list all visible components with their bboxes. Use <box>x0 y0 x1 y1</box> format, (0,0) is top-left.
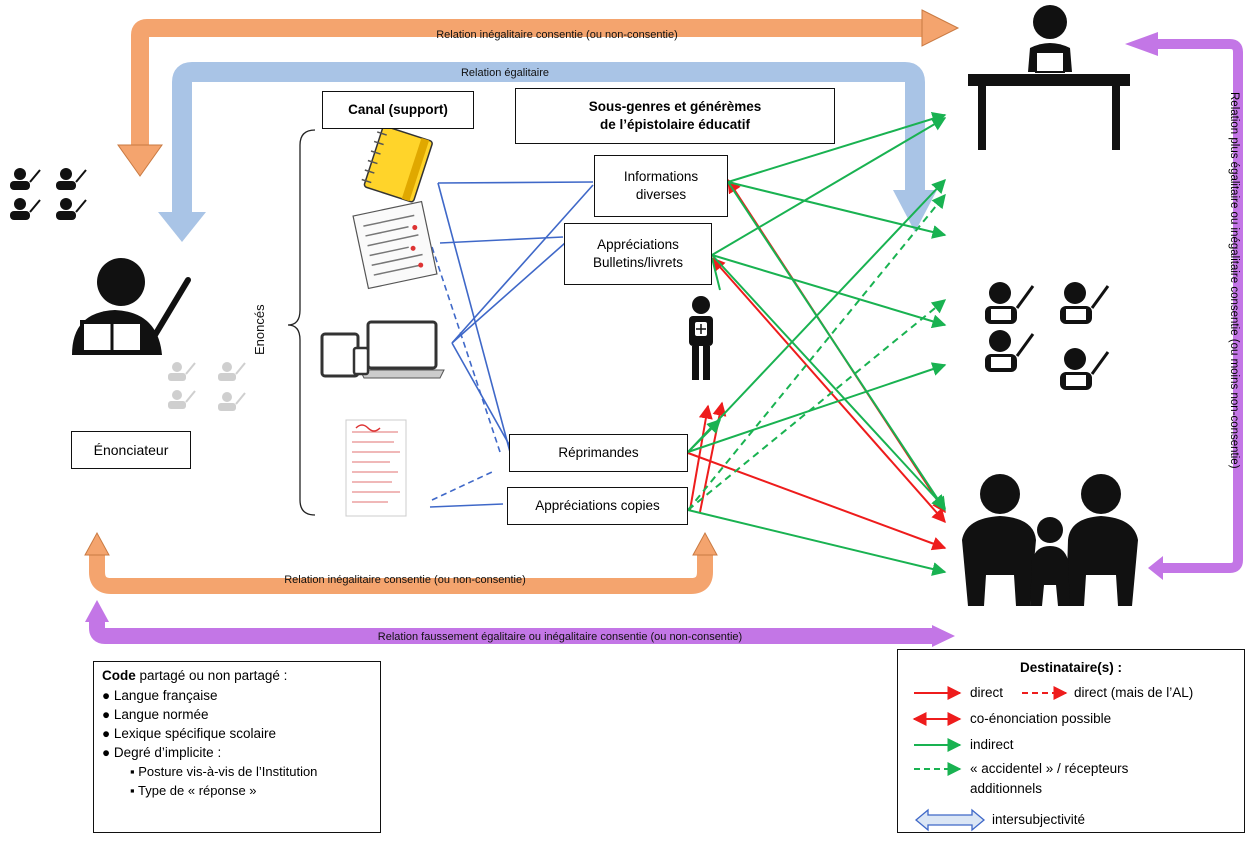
enonciateur-text: Énonciateur <box>93 441 169 458</box>
relation-bottom-orange-arrow <box>84 531 718 594</box>
direct-arrows <box>687 178 947 551</box>
relation-right-purple-arrow <box>1125 32 1243 580</box>
legend-intersubjectivite-swatch <box>914 808 986 832</box>
code-legend-list: ● Langue française ● Langue normée ● Lex… <box>102 688 372 798</box>
genre-appreciations-bulletins: Appréciations Bulletins/livrets <box>564 223 712 285</box>
legend-swatches <box>912 686 1068 832</box>
relation-bottom-orange-label: Relation inégalitaire consentie (ou non-… <box>284 574 526 586</box>
legend-accidentel-text-2: additionnels <box>970 781 1043 796</box>
code-subitem-label: Type de « réponse » <box>138 783 257 798</box>
genre-informations-line2: diverses <box>635 187 687 202</box>
genre-informations: Informations diverses <box>594 155 728 217</box>
canal-header: Canal (support) <box>322 91 474 129</box>
legend-intersubjectivite-text: intersubjectivité <box>992 812 1086 827</box>
paper-copy-icon <box>345 419 407 517</box>
code-item-label: Lexique spécifique scolaire <box>113 726 277 741</box>
code-subitem-label: Posture vis-à-vis de l’Institution <box>138 764 318 779</box>
code-legend: Code partagé ou non partagé : ● Langue f… <box>93 661 381 833</box>
legend-direct-al-text: direct (mais de l’AL) <box>1074 685 1194 700</box>
code-item-label: Langue française <box>113 688 218 703</box>
code-subitem: ▪ Type de « réponse » <box>130 783 257 798</box>
genre-appreciations-line2: Bulletins/livrets <box>592 255 684 270</box>
students-group-icon <box>985 282 1110 390</box>
students-icon <box>10 168 87 220</box>
indirect-arrows <box>687 112 947 576</box>
enonciateur-box: Énonciateur <box>71 431 191 469</box>
enonces-brace <box>287 129 316 516</box>
code-item-label: Degré d’implicite : <box>113 745 222 760</box>
code-item-label: Langue normée <box>113 707 209 722</box>
canal-genre-links <box>429 181 594 508</box>
genre-appreciations-copies: Appréciations copies <box>507 487 688 525</box>
devices-icon <box>320 320 445 379</box>
canal-header-text: Canal (support) <box>348 101 448 117</box>
code-subitem: ▪ Posture vis-à-vis de l’Institution <box>130 764 318 779</box>
notebook-icon <box>361 125 433 203</box>
teacher-icon <box>72 258 191 355</box>
genre-appreciations-copies-text: Appréciations copies <box>535 497 660 513</box>
relation-top-orange-label: Relation inégalitaire consentie (ou non-… <box>436 29 678 41</box>
document-icon <box>352 200 438 290</box>
enonces-label: Enoncés <box>252 304 267 355</box>
sous-genres-line2: de l’épistolaire éducatif <box>599 117 751 132</box>
code-legend-title-bold: Code <box>102 668 136 683</box>
relation-right-purple-label: Relation plus égalitaire ou inégalitaire… <box>1228 92 1240 469</box>
legend-indirect-text: indirect <box>970 737 1014 752</box>
relation-top-orange-arrow <box>117 9 960 177</box>
relation-top-blue-label: Relation égalitaire <box>461 67 549 79</box>
relation-bottom-purple-label: Relation faussement égalitaire ou inégal… <box>378 631 742 643</box>
code-legend-title-rest: partagé ou non partagé : <box>135 668 288 683</box>
legend-accidentel-text-1: « accidentel » / récepteurs <box>970 761 1129 776</box>
destinataire-legend: Destinataire(s) : direct direct (mais de… <box>897 649 1245 833</box>
relation-bottom-purple-arrow <box>85 600 955 647</box>
desk-admin-icon <box>968 5 1130 150</box>
code-item: ● Lexique spécifique scolaire <box>102 726 277 741</box>
legend-direct-text: direct <box>970 685 1004 700</box>
genre-reprimandes: Réprimandes <box>509 434 688 472</box>
destinataire-legend-title: Destinataire(s) : <box>1019 660 1123 675</box>
sous-genres-line1: Sous-genres et générèmes <box>588 98 762 114</box>
code-legend-title: Code partagé ou non partagé : <box>102 668 372 683</box>
family-icon <box>962 474 1138 606</box>
legend-coenonciation-text: co-énonciation possible <box>970 711 1112 726</box>
code-item: ● Langue française <box>102 688 218 703</box>
student-backpack-icon <box>689 296 713 380</box>
grey-students-icon <box>168 362 246 411</box>
code-item: ● Langue normée <box>102 707 209 722</box>
genre-appreciations-line1: Appréciations <box>597 236 679 252</box>
code-item: ● Degré d’implicite : <box>102 745 222 760</box>
sous-genres-header: Sous-genres et générèmes de l’épistolair… <box>515 88 835 144</box>
genre-informations-line1: Informations <box>623 168 699 184</box>
genre-reprimandes-text: Réprimandes <box>558 444 639 460</box>
